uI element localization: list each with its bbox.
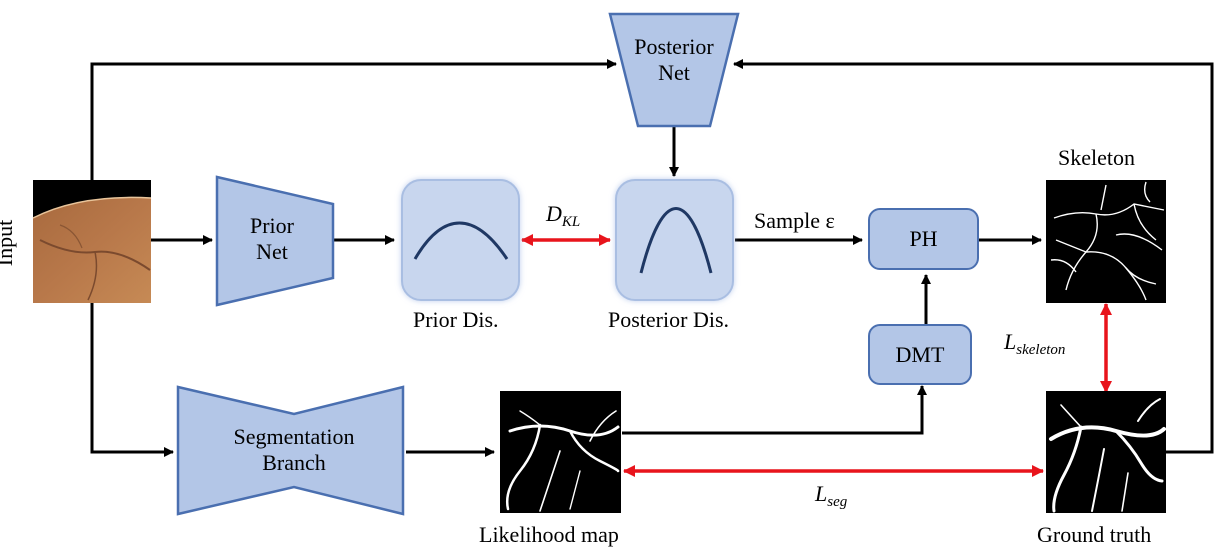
ground-truth-label: Ground truth	[1037, 522, 1152, 547]
l-skeleton-label: Lskeleton	[1004, 331, 1065, 358]
prior-net-line2: Net	[256, 239, 288, 265]
posterior-dis-label: Posterior Dis.	[608, 307, 729, 332]
dmt-block: DMT	[868, 324, 972, 385]
loss-arrows	[521, 234, 1112, 477]
segmentation-branch-line2: Branch	[262, 450, 326, 476]
prior-distribution-box	[401, 179, 520, 301]
l-skeleton-main: L	[1004, 329, 1017, 354]
segmentation-branch-block	[176, 385, 405, 516]
segmentation-branch-label: Segmentation Branch	[196, 424, 392, 477]
skeleton-image	[1046, 180, 1166, 303]
input-label: Input	[0, 219, 18, 267]
prior-dis-label: Prior Dis.	[413, 307, 499, 332]
l-seg-sub: seg	[827, 494, 848, 510]
dkl-sub: KL	[561, 214, 581, 230]
dkl-main: D	[546, 201, 562, 226]
posterior-curve-icon	[639, 207, 713, 274]
posterior-net-label: Posterior Net	[612, 34, 736, 87]
posterior-net-line2: Net	[658, 60, 690, 86]
skeleton-label: Skeleton	[1058, 145, 1135, 170]
sample-label: Sample ε	[754, 208, 835, 233]
prior-curve-icon	[413, 221, 509, 260]
input-to-posterior-arrow	[90, 59, 617, 180]
connector-lines	[90, 59, 1214, 457]
likelihood-map-label: Likelihood map	[479, 522, 619, 547]
posterior-net-block	[608, 12, 740, 128]
posterior-distribution-box	[615, 179, 734, 301]
gt-to-posterior-arrow	[733, 59, 1214, 454]
ph-block: PH	[868, 208, 979, 270]
ph-label: PH	[909, 226, 938, 251]
ground-truth-image	[1046, 391, 1166, 513]
l-skeleton-sub: skeleton	[1016, 342, 1066, 358]
input-to-seg-arrow	[90, 303, 174, 457]
l-seg-label: Lseg	[815, 483, 847, 510]
input-image	[32, 180, 152, 303]
prior-net-line1: Prior	[250, 213, 294, 238]
prior-net-label: Prior Net	[222, 213, 322, 266]
posterior-net-line1: Posterior	[634, 34, 714, 59]
segmentation-branch-line1: Segmentation	[233, 424, 355, 449]
dmt-label: DMT	[895, 341, 945, 367]
likelihood-to-dmt-arrow	[622, 385, 927, 435]
prior-net-block	[215, 175, 335, 307]
dkl-label: DKL	[546, 203, 580, 230]
l-seg-main: L	[815, 481, 828, 506]
likelihood-map-image	[500, 391, 621, 513]
